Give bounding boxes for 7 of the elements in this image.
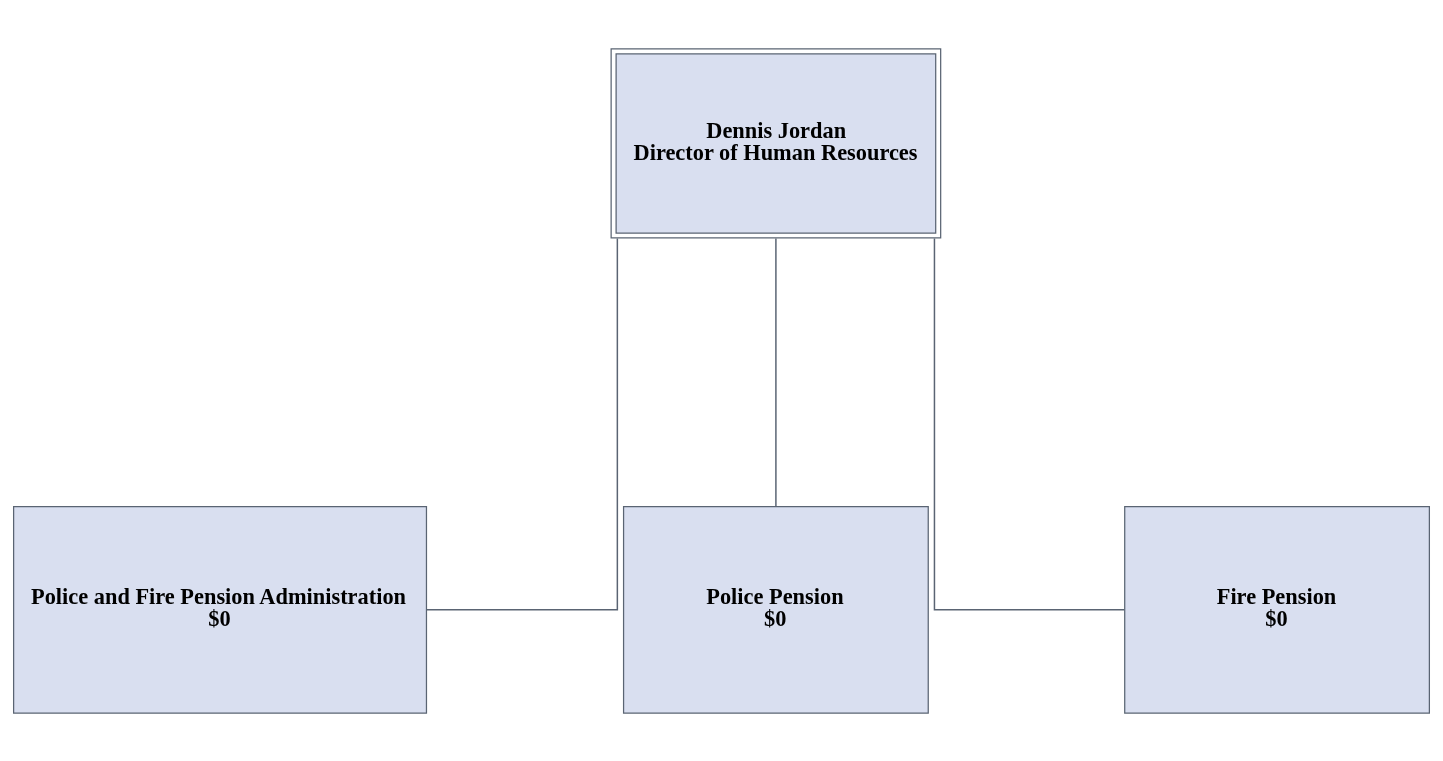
node-box: Police Pension $0 <box>622 505 929 714</box>
node-box: Police and Fire Pension Administration $0 <box>13 505 428 714</box>
connector <box>426 237 619 611</box>
connector <box>775 237 777 507</box>
node-box: Fire Pension $0 <box>1124 505 1430 714</box>
node-box: Dennis Jordan Director of Human Resources <box>610 47 942 239</box>
connector <box>933 237 1126 611</box>
